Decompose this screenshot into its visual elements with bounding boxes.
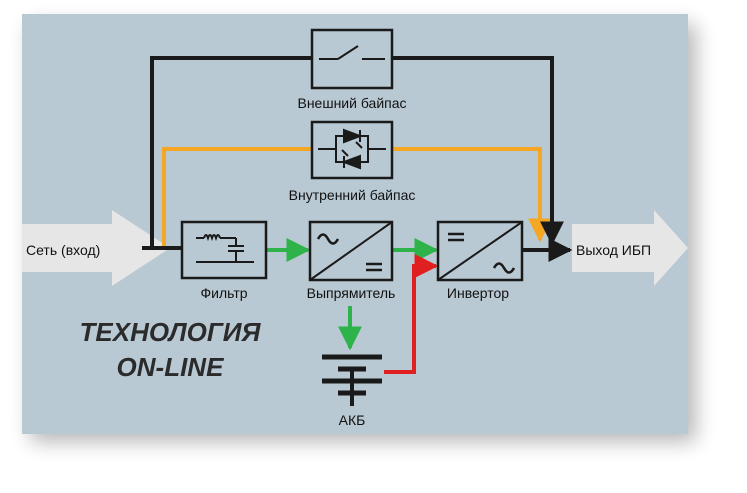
rectifier-block [308,220,394,282]
battery-label: АКБ [339,412,366,428]
filter-icon [196,234,254,263]
title-line2: ON-LINE [117,352,225,382]
dc-ac-icon [448,232,516,274]
inverter-label: Инвертор [447,285,509,301]
inverter-block [436,220,524,282]
external-bypass-switch [310,28,394,90]
internal-bypass-thyristor [310,120,394,180]
battery-to-inverter-flow [384,254,439,374]
switch-icon [319,45,385,60]
battery-icon [322,354,382,406]
ups-online-diagram: Сеть (вход) Выход ИБП Внешний байпас [22,14,688,434]
output-arrow [572,210,688,286]
title-line1: ТЕХНОЛОГИЯ [80,317,262,347]
external-bypass-label: Внешний байпас [297,95,406,111]
ac-dc-icon [316,233,382,272]
filter-block [180,220,268,280]
input-label: Сеть (вход) [26,242,100,258]
filter-label: Фильтр [200,285,247,301]
input-arrow [22,210,170,286]
rectifier-label: Выпрямитель [307,285,396,301]
output-label: Выход ИБП [576,242,651,258]
thyristor-icon [318,128,386,170]
internal-bypass-label: Внутренний байпас [289,187,416,203]
